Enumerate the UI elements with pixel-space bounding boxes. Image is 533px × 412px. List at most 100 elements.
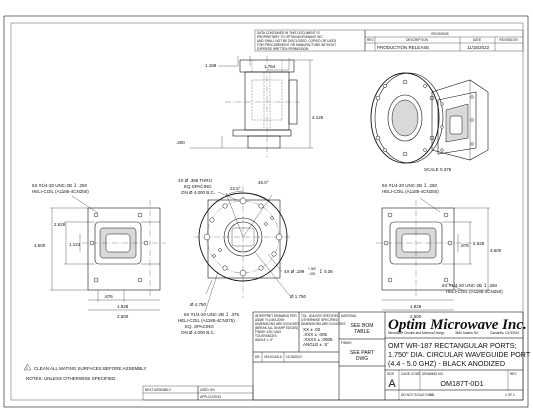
used-on-label: USED ON — [200, 388, 215, 392]
company-address-1: Microwave Circuits and Antenna Design — [388, 331, 445, 335]
left-note-2: HELI-COIL (A1185-4CN250) — [32, 189, 89, 194]
rev-header-date: DATE — [473, 38, 481, 42]
left-dim-1828: 1.828 — [117, 304, 129, 309]
rev-date: 11/15/2022 — [467, 45, 490, 50]
side-dim-width: 1.188 — [205, 63, 217, 68]
front-tol-plus: +.002 — [308, 267, 316, 271]
side-dim-400: .400 — [176, 140, 185, 145]
note-1: CLEAN ALL MATING SURFACES BEFORE ASSEMBL… — [34, 366, 146, 371]
tol-line-2: .XXX ± .005 — [303, 332, 327, 337]
notes-flag-marker: 1 — [26, 366, 28, 370]
unless-line-1: TOL. UNLESS SPECIFIED — [301, 314, 340, 318]
title-block: INTERPRET DRAWING PER ASME Y14.5M-2009 D… — [252, 311, 531, 401]
left-dim-876: .876 — [104, 294, 113, 299]
right-dim-876: .876 — [460, 243, 469, 248]
unless-line-3: DIMENSIONS ARE IN INCHES — [301, 322, 345, 326]
drawn-date: 11/15/2022 — [286, 355, 302, 359]
drawing-number: OM187T-0D1 — [440, 379, 483, 388]
front-dia-bore: Ø 1.750 — [290, 294, 307, 299]
proprietary-line-3: AND SHALL NOT BE DISCLOSED, COPIED OR US… — [257, 39, 337, 43]
front-tol-minus: -.000 — [308, 272, 315, 276]
left-dim-1124: 1.124 — [69, 242, 81, 247]
interpret-line-2: ASME Y14.5M-2009 — [255, 318, 284, 322]
scale-value: 1:1 — [430, 393, 435, 397]
title-line-2: 1.750" DIA. CIRCULAR WAVEGUIDE PORT — [388, 350, 531, 359]
side-dim-height: 4.125 — [312, 115, 324, 120]
proprietary-line-4: FOR PROCUREMENT OR MANUFACTURE WITHOUT — [257, 43, 336, 47]
tol-line-1: XX ± .02 — [303, 327, 321, 332]
drawing-no-label: DRAWING NO. — [422, 372, 444, 376]
cage-label: CAGE CODE — [401, 372, 420, 376]
material-line-1: SEE BOM — [351, 323, 374, 329]
interpret-line-1: INTERPRET DRAWING PER — [255, 314, 297, 318]
front-note-bottom-3: EQ. SPACING — [185, 324, 214, 329]
front-note-top-1: 4X Ø .386 THRU — [178, 178, 212, 183]
left-dim-3500: 3.500 — [34, 243, 46, 248]
right-dim-2628: 2.628 — [473, 241, 485, 246]
right-note-bottom-1: 6X #1/4-20 UNC-2B ↧ .250 — [442, 283, 498, 288]
right-note-1: 6X #1/4-20 UNC-2B ↧ .250 — [382, 183, 438, 188]
scale-label: DO NOT SCALE DWG — [401, 393, 434, 397]
revision-block: REVISIONS REV. DESCRIPTION DATE REVISED … — [364, 29, 524, 52]
material-line-2: TABLE — [354, 329, 370, 335]
rev-label: REV — [510, 372, 517, 376]
title-line-1: OMT WR-187 RECTANGULAR PORTS; — [388, 341, 517, 350]
drawn-by: VELEGAS A. — [264, 355, 283, 359]
front-note-top-2: EQ.SPACING — [184, 184, 212, 189]
finish-line-1: SEE PART — [350, 350, 374, 356]
right-view: 6X #1/4-20 UNC-2B ↧ .250 HELI-COIL (A118… — [376, 183, 503, 319]
side-view: 1.188 1.764 4.125 .400 — [176, 56, 324, 158]
note-2: NOTES: UNLESS OTHERWISE SPECIFIED. — [26, 376, 117, 381]
application-block: NEXT ASSEMBLY USED ON APPLICATION — [142, 385, 254, 401]
rev-header-rev: REV. — [367, 38, 374, 42]
rev-header-description: DESCRIPTION — [406, 38, 428, 42]
tol-line-3: .XXXX ± .0005 — [303, 337, 333, 342]
front-hole-depth: ↧ 0.36 — [319, 269, 333, 274]
company-address-2: 3640 Adams Rd. — [455, 331, 479, 335]
interpret-line-7: ANGLE ± .5° — [255, 338, 274, 342]
front-note-bottom-2: HELI-COIL (A1185-4CN375) — [178, 318, 235, 323]
iso-scale-label: SCALE 0.375 — [424, 167, 452, 172]
rev-header-revised-by: REVISED BY — [499, 38, 519, 42]
right-note-bottom-2: HELI-COIL (A1185-4CN250) — [446, 289, 503, 294]
right-dim-1828: 1.828 — [410, 304, 422, 309]
finish-label: FINISH — [341, 341, 352, 345]
revisions-title: REVISIONS — [431, 32, 448, 36]
front-dia-outer: Ø 4.750 — [190, 302, 207, 307]
sheet-outer-border — [3, 15, 529, 408]
finish-line-2: DWG — [356, 356, 368, 362]
tol-line-4: ANGLE ± .5° — [303, 342, 329, 347]
right-note-2: HELI-COIL (A1185-4CN250) — [382, 189, 439, 194]
drawn-label: DR. — [255, 355, 261, 359]
proprietary-line-1: DATA CONTAINED IN THIS DOCUMENT IS — [257, 31, 320, 35]
right-dim-3500: 3.500 — [490, 248, 502, 253]
interpret-line-3: DIMENSIONS ARE IN INCHES — [255, 322, 299, 326]
proprietary-note: DATA CONTAINED IN THIS DOCUMENT IS PROPR… — [254, 29, 366, 52]
left-dim-2628: 2.628 — [54, 222, 66, 227]
rev-description: PRODUCTION RELEASE — [377, 45, 429, 50]
size-value: A — [388, 378, 396, 390]
front-note-bottom-1: 6X #1/4-20 UNC-2B ↧ .375 — [184, 312, 240, 317]
next-assembly-label: NEXT ASSEMBLY — [145, 388, 172, 392]
company-name: Optim Microwave Inc. — [388, 317, 527, 333]
company-address-3: Camarillo, CA 93010 — [490, 331, 519, 335]
front-note-top-3: ON Ø 4.000 B.C. — [181, 190, 215, 195]
front-note-bottom-4: ON Ø 4.000 B.C. — [181, 330, 215, 335]
isometric-view: SCALE 0.375 — [370, 72, 489, 172]
size-label: SIZE — [387, 372, 394, 376]
right-dim-2500: 2.500 — [410, 314, 422, 319]
drawing-notes: 1 CLEAN ALL MATING SURFACES BEFORE ASSEM… — [23, 363, 146, 381]
left-view: 6X #1/4-20 UNC-2B ↧ .250 HELI-COIL (A118… — [32, 183, 166, 319]
front-angle-45: 45.0° — [258, 180, 269, 185]
left-dim-2500: 2.500 — [117, 314, 129, 319]
interpret-line-4: (BREAK ALL SHARP EDGES) — [255, 326, 298, 330]
front-angle-22: 22.5° — [230, 186, 241, 191]
application-label: APPLICATION — [200, 395, 222, 399]
front-view: 22.5° 45.0° 4X Ø .386 THRU EQ.SPACING ON… — [178, 178, 333, 335]
sheet-number: 1 OF 1 — [505, 393, 515, 397]
side-dim-right: 1.764 — [264, 64, 276, 69]
proprietary-line-5: EXPRESS WRITTEN PERMISSION — [257, 47, 309, 51]
material-label: MATERIAL — [341, 314, 357, 318]
title-line-3: (4.4 - 5.0 GHZ) - BLACK ANODIZED — [388, 359, 505, 368]
